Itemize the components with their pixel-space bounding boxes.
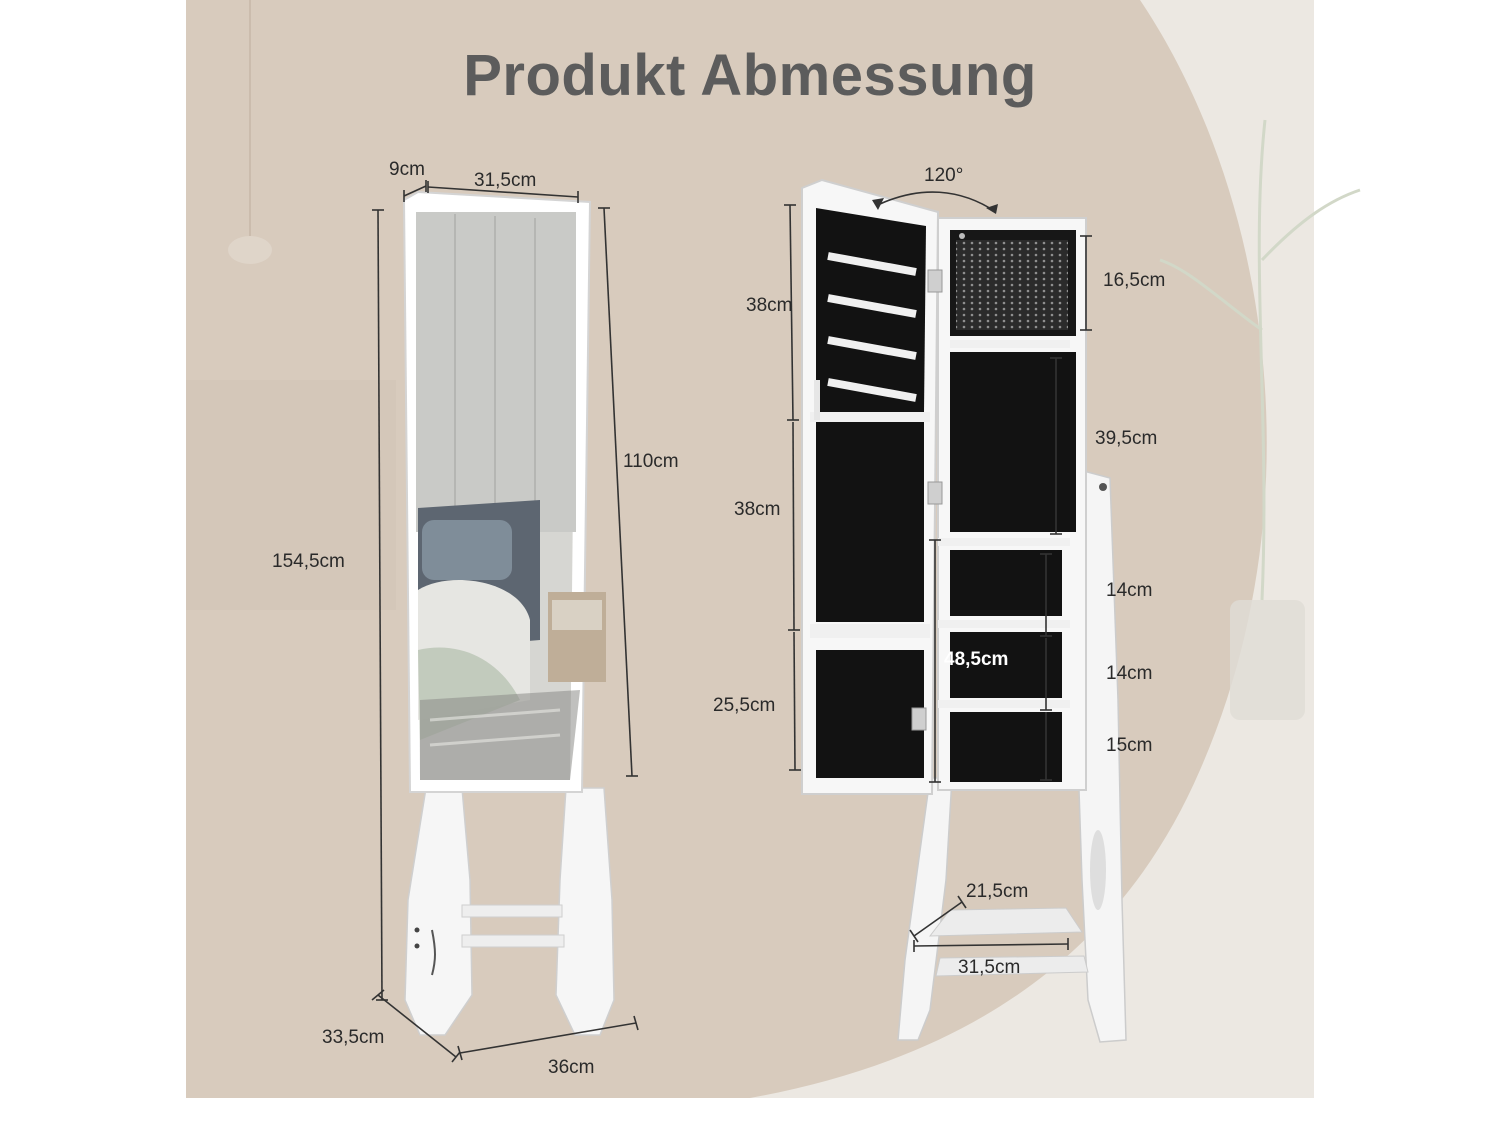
stand-width-label: 31,5cm [958, 957, 1021, 978]
mirror-width-label: 31,5cm [474, 170, 537, 191]
total-height-label: 154,5cm [272, 551, 345, 572]
shelf-3-label: 15cm [1106, 735, 1153, 756]
mirror-depth-label: 9cm [389, 159, 425, 180]
door-section-1-label: 38cm [746, 295, 793, 316]
shelf-1-label: 14cm [1106, 580, 1153, 601]
mirror-height-label: 110cm [623, 451, 679, 472]
mirror-dimension-lines [371, 180, 639, 1063]
top-compartment-label: 16,5cm [1103, 270, 1166, 291]
door-section-2-label: 38cm [734, 499, 781, 520]
open-angle-label: 120° [924, 165, 964, 186]
cabinet-illustration [801, 178, 1127, 1043]
door-section-3-label: 25,5cm [713, 695, 776, 716]
shelf-2-label: 14cm [1106, 663, 1153, 684]
base-width-label: 36cm [548, 1057, 595, 1078]
necklace-area-label: 39,5cm [1095, 428, 1158, 449]
stand-depth-label: 21,5cm [966, 881, 1029, 902]
cabinet-dimension-lines [784, 191, 1092, 952]
lower-area-label: 48,5cm [944, 649, 1009, 670]
mirror-illustration [402, 190, 615, 1036]
page-title: Produkt Abmessung [463, 43, 1037, 108]
base-depth-label: 33,5cm [322, 1027, 385, 1048]
